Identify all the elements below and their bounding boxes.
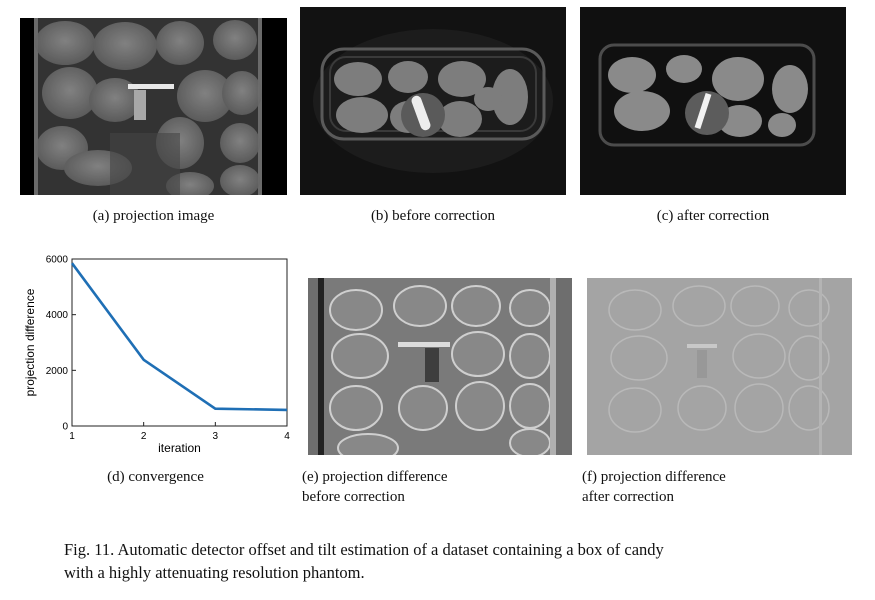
panel-a-caption: (a) projection image xyxy=(92,208,215,224)
y-tick-label: 0 xyxy=(62,422,68,433)
x-tick-label: 2 xyxy=(141,431,147,442)
reconstruction-after xyxy=(580,7,846,195)
projection-image xyxy=(20,18,287,195)
panel-b-caption: (b) before correction xyxy=(370,208,496,224)
panel-c-caption: (c) after correction xyxy=(656,208,770,224)
panel-f-caption-line2: after correction xyxy=(582,489,675,505)
figure-caption-line2: with a highly attenuating resolution pha… xyxy=(64,563,365,582)
panel-f-caption-line1: (f) projection difference xyxy=(582,469,726,485)
convergence-chart: 0 2000 4000 6000 1 2 3 4 iteration projection … xyxy=(18,252,293,457)
x-tick-label: 3 xyxy=(213,431,219,442)
panel-d-caption: (d) convergence xyxy=(107,469,204,485)
series-line xyxy=(70,262,288,412)
difference-before xyxy=(308,278,572,455)
panel-e-caption-line2: before correction xyxy=(302,489,405,505)
x-tick-label: 4 xyxy=(284,431,290,442)
figure-caption: Fig. 11. Automatic detector offset and t… xyxy=(64,538,834,584)
x-tick-label: 1 xyxy=(69,431,75,442)
y-tick-label: 6000 xyxy=(46,255,69,266)
difference-after xyxy=(587,278,852,455)
x-axis-label: iteration xyxy=(158,441,201,455)
reconstruction-before xyxy=(300,7,566,195)
plot-area xyxy=(71,258,288,427)
y-tick-label: 2000 xyxy=(46,366,69,377)
y-tick-label: 4000 xyxy=(46,310,69,321)
figure-caption-line1: Fig. 11. Automatic detector offset and t… xyxy=(64,540,664,559)
panel-e-caption-line1: (e) projection difference xyxy=(302,469,448,485)
y-axis-label: projection difference xyxy=(23,288,37,396)
